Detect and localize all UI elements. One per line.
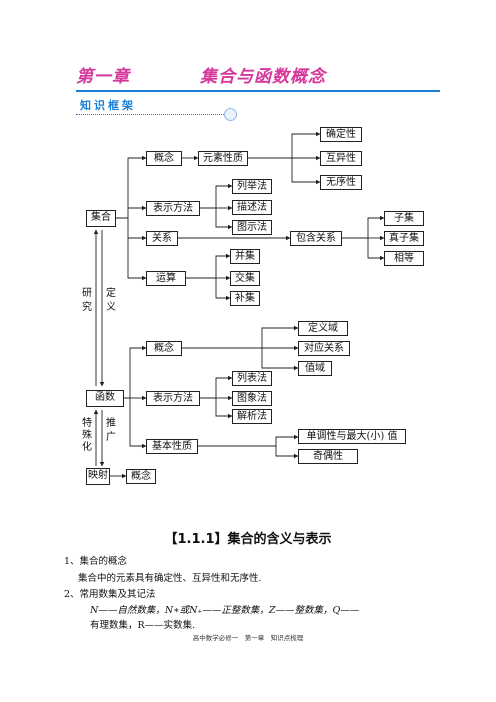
special-label-3: 化: [82, 442, 92, 453]
page-footer: 高中数学必修一 第一章 知识点梳理: [192, 634, 304, 642]
operation-box: 运算: [146, 271, 186, 286]
venn-method-box: 图示法: [232, 220, 272, 235]
monotonic-box: 单调性与最大(小) 值: [298, 429, 406, 444]
define-label-2: 义: [106, 302, 116, 313]
basic-properties-box: 基本性质: [146, 439, 198, 454]
extend-label-2: 广: [106, 432, 116, 443]
element-properties-box: 元素性质: [198, 151, 248, 166]
item1-heading: 1、集合的概念: [64, 556, 128, 567]
union-box: 并集: [230, 249, 260, 264]
set-box: 集合: [86, 210, 116, 227]
function-representation-box: 表示方法: [146, 391, 200, 406]
subset-box: 子集: [384, 211, 424, 226]
section-title: 【1.1.1】集合的含义与表示: [164, 532, 332, 547]
special-label-1: 特: [82, 418, 92, 429]
range-box: 值域: [298, 361, 332, 376]
set-concept-box: 概念: [146, 151, 182, 166]
distinct-box: 互异性: [320, 151, 362, 166]
chapter-number: 第一章: [76, 67, 130, 87]
study-label-2: 究: [82, 302, 92, 313]
table-method-box: 列表法: [232, 371, 272, 386]
item2-heading: 2、常用数集及其记法: [64, 589, 156, 600]
graph-method-box: 图象法: [232, 391, 272, 406]
set-representation-box: 表示方法: [146, 201, 200, 216]
analytic-method-box: 解析法: [232, 409, 272, 424]
study-label-1: 研: [82, 288, 92, 299]
relation-box: 关系: [146, 231, 178, 246]
item1-text: 集合中的元素具有确定性、互异性和无序性.: [78, 573, 262, 584]
circle-icon: [224, 108, 237, 121]
define-label-1: 定: [106, 288, 116, 299]
mapping-box: 映射: [86, 468, 110, 485]
proper-subset-box: 真子集: [384, 231, 424, 246]
framework-dashed-rule: [76, 114, 226, 115]
complement-box: 补集: [230, 291, 260, 306]
function-box: 函数: [86, 390, 124, 407]
intersection-box: 交集: [230, 271, 260, 286]
framework-bar: 知识框架: [76, 96, 237, 121]
parity-box: 奇偶性: [298, 449, 358, 464]
extend-label-1: 推: [106, 418, 116, 429]
domain-box: 定义域: [298, 321, 348, 336]
description-method-box: 描述法: [232, 200, 272, 215]
mapping-concept-box: 概念: [126, 469, 156, 484]
correspondence-box: 对应关系: [298, 341, 350, 356]
framework-label: 知识框架: [80, 99, 136, 112]
item2-line2: 有理数集，R——实数集.: [90, 620, 196, 631]
unordered-box: 无序性: [320, 175, 362, 190]
chapter-name: 集合与函数概念: [200, 67, 326, 87]
title-rule: [76, 90, 440, 92]
inclusion-box: 包含关系: [290, 231, 342, 246]
special-label-2: 殊: [82, 430, 92, 441]
chapter-title: 第一章 集合与函数概念: [76, 62, 446, 88]
function-concept-box: 概念: [146, 341, 182, 356]
item2-line1: N——自然数集，N∗或N₊——正整数集，Z——整数集，Q——: [90, 605, 360, 616]
equal-box: 相等: [384, 251, 424, 266]
listing-method-box: 列举法: [232, 179, 272, 194]
determinate-box: 确定性: [320, 127, 362, 142]
